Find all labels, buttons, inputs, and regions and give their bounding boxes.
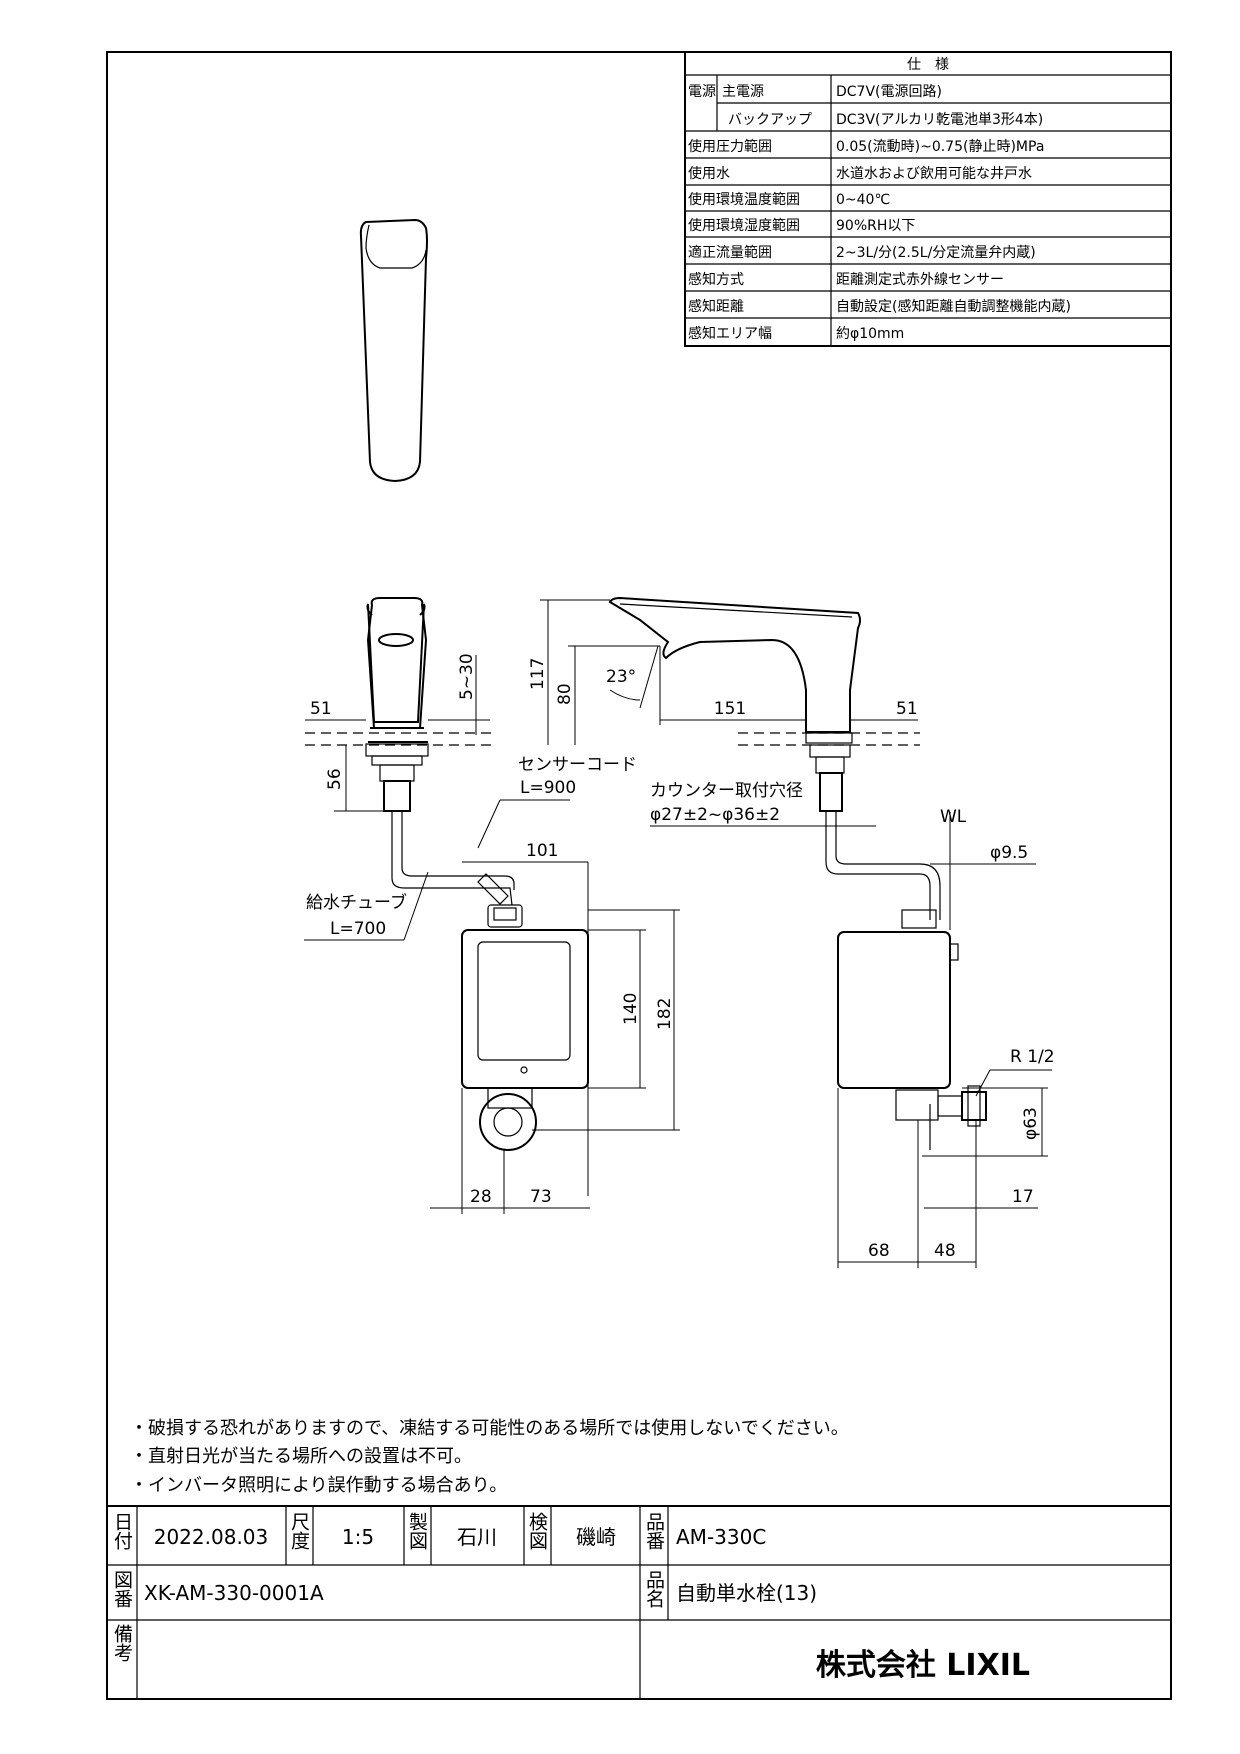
spec-label-humidity: 使用環境湿度範囲 xyxy=(688,217,800,234)
dim-5-30: 5~30 xyxy=(457,653,477,700)
part-no-value: AM-330C xyxy=(676,1525,766,1549)
supply-tube-label: 給水チューブ xyxy=(306,892,407,913)
spec-label-sensing-distance: 感知距離 xyxy=(688,298,744,315)
supply-tube-length: L=700 xyxy=(330,919,386,939)
note-item: ・破損する恐れがありますので、凍結する可能性のある場所では使用しないでください。 xyxy=(130,1418,849,1439)
dim-51-right: 51 xyxy=(896,699,918,719)
control-box-side xyxy=(837,909,987,1150)
dim-51-left: 51 xyxy=(310,699,332,719)
dim-phi9-5: φ9.5 xyxy=(990,843,1028,863)
dim-56: 56 xyxy=(325,768,345,790)
spec-value-pressure: 0.05(流動時)~0.75(静止時)MPa xyxy=(836,139,1044,155)
spec-value-humidity: 90%RH以下 xyxy=(836,218,915,234)
spec-value-main-power: DC7V(電源回路) xyxy=(836,84,942,100)
spec-label-flow: 適正流量範囲 xyxy=(688,244,772,261)
spec-label-water: 使用水 xyxy=(688,165,730,182)
part-name-value: 自動単水栓(13) xyxy=(676,1581,817,1605)
scale-label: 尺度 xyxy=(288,1512,310,1550)
note-item: ・直射日光が当たる場所への設置は不可。 xyxy=(130,1446,472,1467)
drawn-value: 石川 xyxy=(457,1525,497,1549)
spec-title: 仕 様 xyxy=(907,57,949,73)
counter-hole-size: φ27±2~φ36±2 xyxy=(650,805,780,825)
date-label: 日付 xyxy=(111,1512,133,1550)
drawn-label: 製図 xyxy=(406,1512,428,1550)
drawing-no-value: XK-AM-330-0001A xyxy=(144,1581,324,1605)
part-name-label: 品名 xyxy=(643,1570,665,1608)
dimension-lines xyxy=(304,599,1052,1268)
date-value: 2022.08.03 xyxy=(154,1525,269,1549)
dim-68: 68 xyxy=(868,1241,890,1261)
sensor-cord-label: センサーコード xyxy=(518,755,637,775)
scale-value: 1:5 xyxy=(342,1525,374,1549)
spec-value-flow: 2~3L/分(2.5L/分定流量弁内蔵) xyxy=(836,245,1036,261)
control-box-front xyxy=(461,873,589,1151)
dim-23deg: 23° xyxy=(606,667,636,687)
dim-80: 80 xyxy=(555,683,575,705)
dimension-labels: 51 5~30 56 117 80 23° 151 51 センサーコード L=9… xyxy=(306,653,1055,1261)
checked-value: 磯崎 xyxy=(576,1525,616,1549)
dim-117: 117 xyxy=(528,658,548,690)
counter-lines xyxy=(305,732,920,746)
faucet-top-view xyxy=(359,218,428,483)
spec-value-backup: DC3V(アルカリ乾電池単3形4本) xyxy=(836,112,1043,128)
dim-101: 101 xyxy=(526,841,558,861)
drawing-no-label: 図番 xyxy=(111,1570,133,1608)
spec-label-sensing-width: 感知エリア幅 xyxy=(688,325,772,342)
part-no-label: 品番 xyxy=(643,1512,665,1550)
spec-label-temperature: 使用環境温度範囲 xyxy=(688,191,800,208)
sensor-cord-length: L=900 xyxy=(520,778,576,798)
counter-hole-label: カウンター取付穴径 xyxy=(650,781,803,801)
dim-48: 48 xyxy=(934,1241,956,1261)
spec-value-temperature: 0~40℃ xyxy=(836,192,890,208)
company-name: 株式会社 LIXIL xyxy=(816,1648,1030,1683)
wl-label: WL xyxy=(940,807,967,827)
checked-label: 検図 xyxy=(526,1512,548,1550)
title-block: 日付 2022.08.03 尺度 1:5 製図 石川 検図 磯崎 品番 AM-3… xyxy=(107,1505,1171,1699)
dim-182: 182 xyxy=(655,998,675,1030)
spec-group-power: 電源 xyxy=(688,84,716,100)
spec-label-backup: バックアップ xyxy=(728,112,812,128)
dim-140: 140 xyxy=(621,993,641,1025)
spec-value-water: 水道水および飲用可能な井戸水 xyxy=(836,166,1032,182)
spec-label-sensing-method: 感知方式 xyxy=(688,271,744,288)
dim-73: 73 xyxy=(530,1187,552,1207)
notes: ・破損する恐れがありますので、凍結する可能性のある場所では使用しないでください。… xyxy=(130,1418,849,1496)
dim-151: 151 xyxy=(714,699,746,719)
spec-value-sensing-distance: 自動設定(感知距離自動調整機能内蔵) xyxy=(836,298,1071,315)
dim-17: 17 xyxy=(1012,1187,1034,1207)
sheet-frame xyxy=(106,51,1172,1700)
faucet-side-view xyxy=(608,596,941,920)
spec-value-sensing-width: 約φ10mm xyxy=(836,326,904,342)
dim-28: 28 xyxy=(470,1187,492,1207)
spec-table: 仕 様 電源 主電源 DC7V(電源回路) バックアップ DC3V(アルカリ乾電… xyxy=(684,51,1172,347)
spec-value-sensing-method: 距離測定式赤外線センサー xyxy=(836,271,1004,288)
dim-r1-2: R 1/2 xyxy=(1010,1047,1055,1067)
spec-label-pressure: 使用圧力範囲 xyxy=(688,138,772,155)
spec-label-main-power: 主電源 xyxy=(722,84,764,100)
remarks-label: 備考 xyxy=(111,1624,133,1662)
spec-row-lines xyxy=(685,75,1171,346)
dim-phi63: φ63 xyxy=(1021,1107,1041,1140)
note-item: ・インバータ照明により誤作動する場合あり。 xyxy=(130,1475,507,1496)
faucet-front-view xyxy=(365,597,515,906)
